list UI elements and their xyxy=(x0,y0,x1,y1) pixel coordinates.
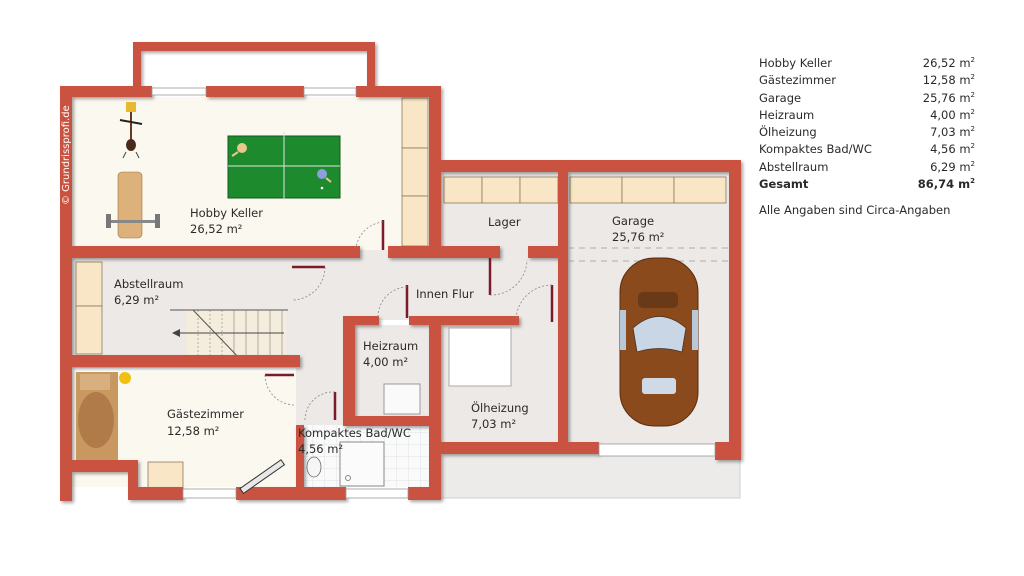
shower xyxy=(339,441,385,487)
doors xyxy=(265,220,554,420)
door-swings xyxy=(264,221,553,421)
label-hobby-name: Hobby Keller xyxy=(190,206,263,220)
flur-lower-floor xyxy=(296,310,351,430)
ping-pong-table xyxy=(227,132,341,200)
label-heiz-name: Heizraum xyxy=(363,339,418,353)
car xyxy=(619,257,699,427)
label-bad-name: Kompaktes Bad/WC xyxy=(298,426,411,440)
exercise-bike xyxy=(119,102,143,159)
label-lager-name: Lager xyxy=(488,215,521,229)
weight-bench xyxy=(106,171,160,239)
cabinets xyxy=(75,97,727,490)
label-abstell-name: Abstellraum xyxy=(114,277,183,291)
oil-tank xyxy=(448,327,512,387)
toilet xyxy=(306,456,322,478)
label-garage-area: 25,76 m² xyxy=(612,230,664,244)
label-flur-name: Innen Flur xyxy=(416,287,474,301)
room-labels: Hobby Keller 26,52 m² Lager Garage 25,76… xyxy=(114,206,664,456)
label-hobby-area: 26,52 m² xyxy=(190,222,242,236)
walls xyxy=(60,42,741,501)
label-gaeste-name: Gästezimmer xyxy=(167,407,244,421)
terrace xyxy=(439,451,741,499)
label-oel-area: 7,03 m² xyxy=(471,417,516,431)
label-bad-area: 4,56 m² xyxy=(298,442,343,456)
bed xyxy=(76,372,131,460)
label-gaeste-area: 12,58 m² xyxy=(167,424,219,438)
label-abstell-area: 6,29 m² xyxy=(114,293,159,307)
staircase xyxy=(170,309,288,363)
label-garage-name: Garage xyxy=(612,214,654,228)
windows xyxy=(151,87,716,499)
legend-note: Alle Angaben sind Circa-Angaben xyxy=(759,203,951,218)
watermark: © Grundrissprofi.de xyxy=(61,105,72,205)
boiler xyxy=(383,383,421,415)
label-heiz-area: 4,00 m² xyxy=(363,355,408,369)
radiator-bar xyxy=(239,459,286,495)
label-oel-name: Ölheizung xyxy=(471,399,529,415)
